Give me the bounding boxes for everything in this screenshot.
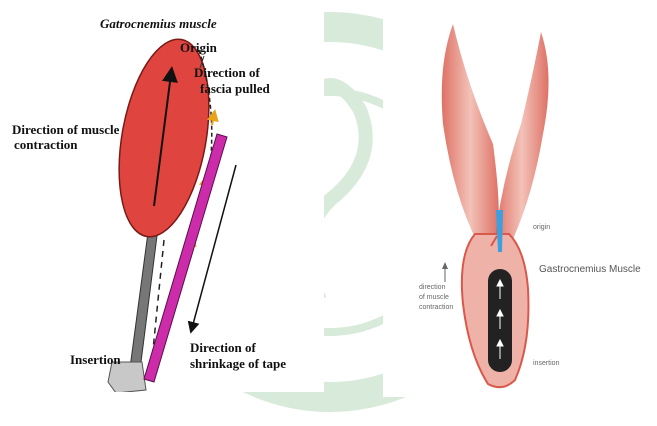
right-insertion-label: insertion <box>533 360 559 367</box>
muscle-head-right <box>495 32 549 240</box>
right-contraction-label-2: of muscle <box>419 294 449 301</box>
muscle-head-left <box>442 24 499 244</box>
fascia-label-2: fascia pulled <box>200 81 270 97</box>
fascia-arrow-1 <box>212 115 214 125</box>
right-diagram-drawing <box>383 14 579 397</box>
origin-label: Origin <box>180 40 217 56</box>
fascia-label-1: Direction of <box>194 65 260 81</box>
right-muscle-label: Gastrocnemius Muscle <box>539 264 641 275</box>
right-contraction-label-3: contraction <box>419 304 453 311</box>
shrinkage-label-1: Direction of <box>190 340 256 356</box>
left-diagram-panel: Gatrocnemius muscle Origin Direction of … <box>4 10 324 392</box>
shrinkage-arrow <box>192 165 236 328</box>
left-diagram-drawing <box>4 10 324 392</box>
right-diagram-panel: origin Gastrocnemius Muscle direction of… <box>383 14 579 397</box>
left-title: Gatrocnemius muscle <box>100 16 217 32</box>
contraction-label-2: contraction <box>14 137 78 153</box>
right-origin-label: origin <box>533 224 550 231</box>
shrinkage-label-2: shrinkage of tape <box>190 356 286 372</box>
contraction-label-1: Direction of muscle <box>12 122 119 138</box>
insertion-label: Insertion <box>70 352 121 368</box>
right-contraction-label-1: direction <box>419 284 445 291</box>
